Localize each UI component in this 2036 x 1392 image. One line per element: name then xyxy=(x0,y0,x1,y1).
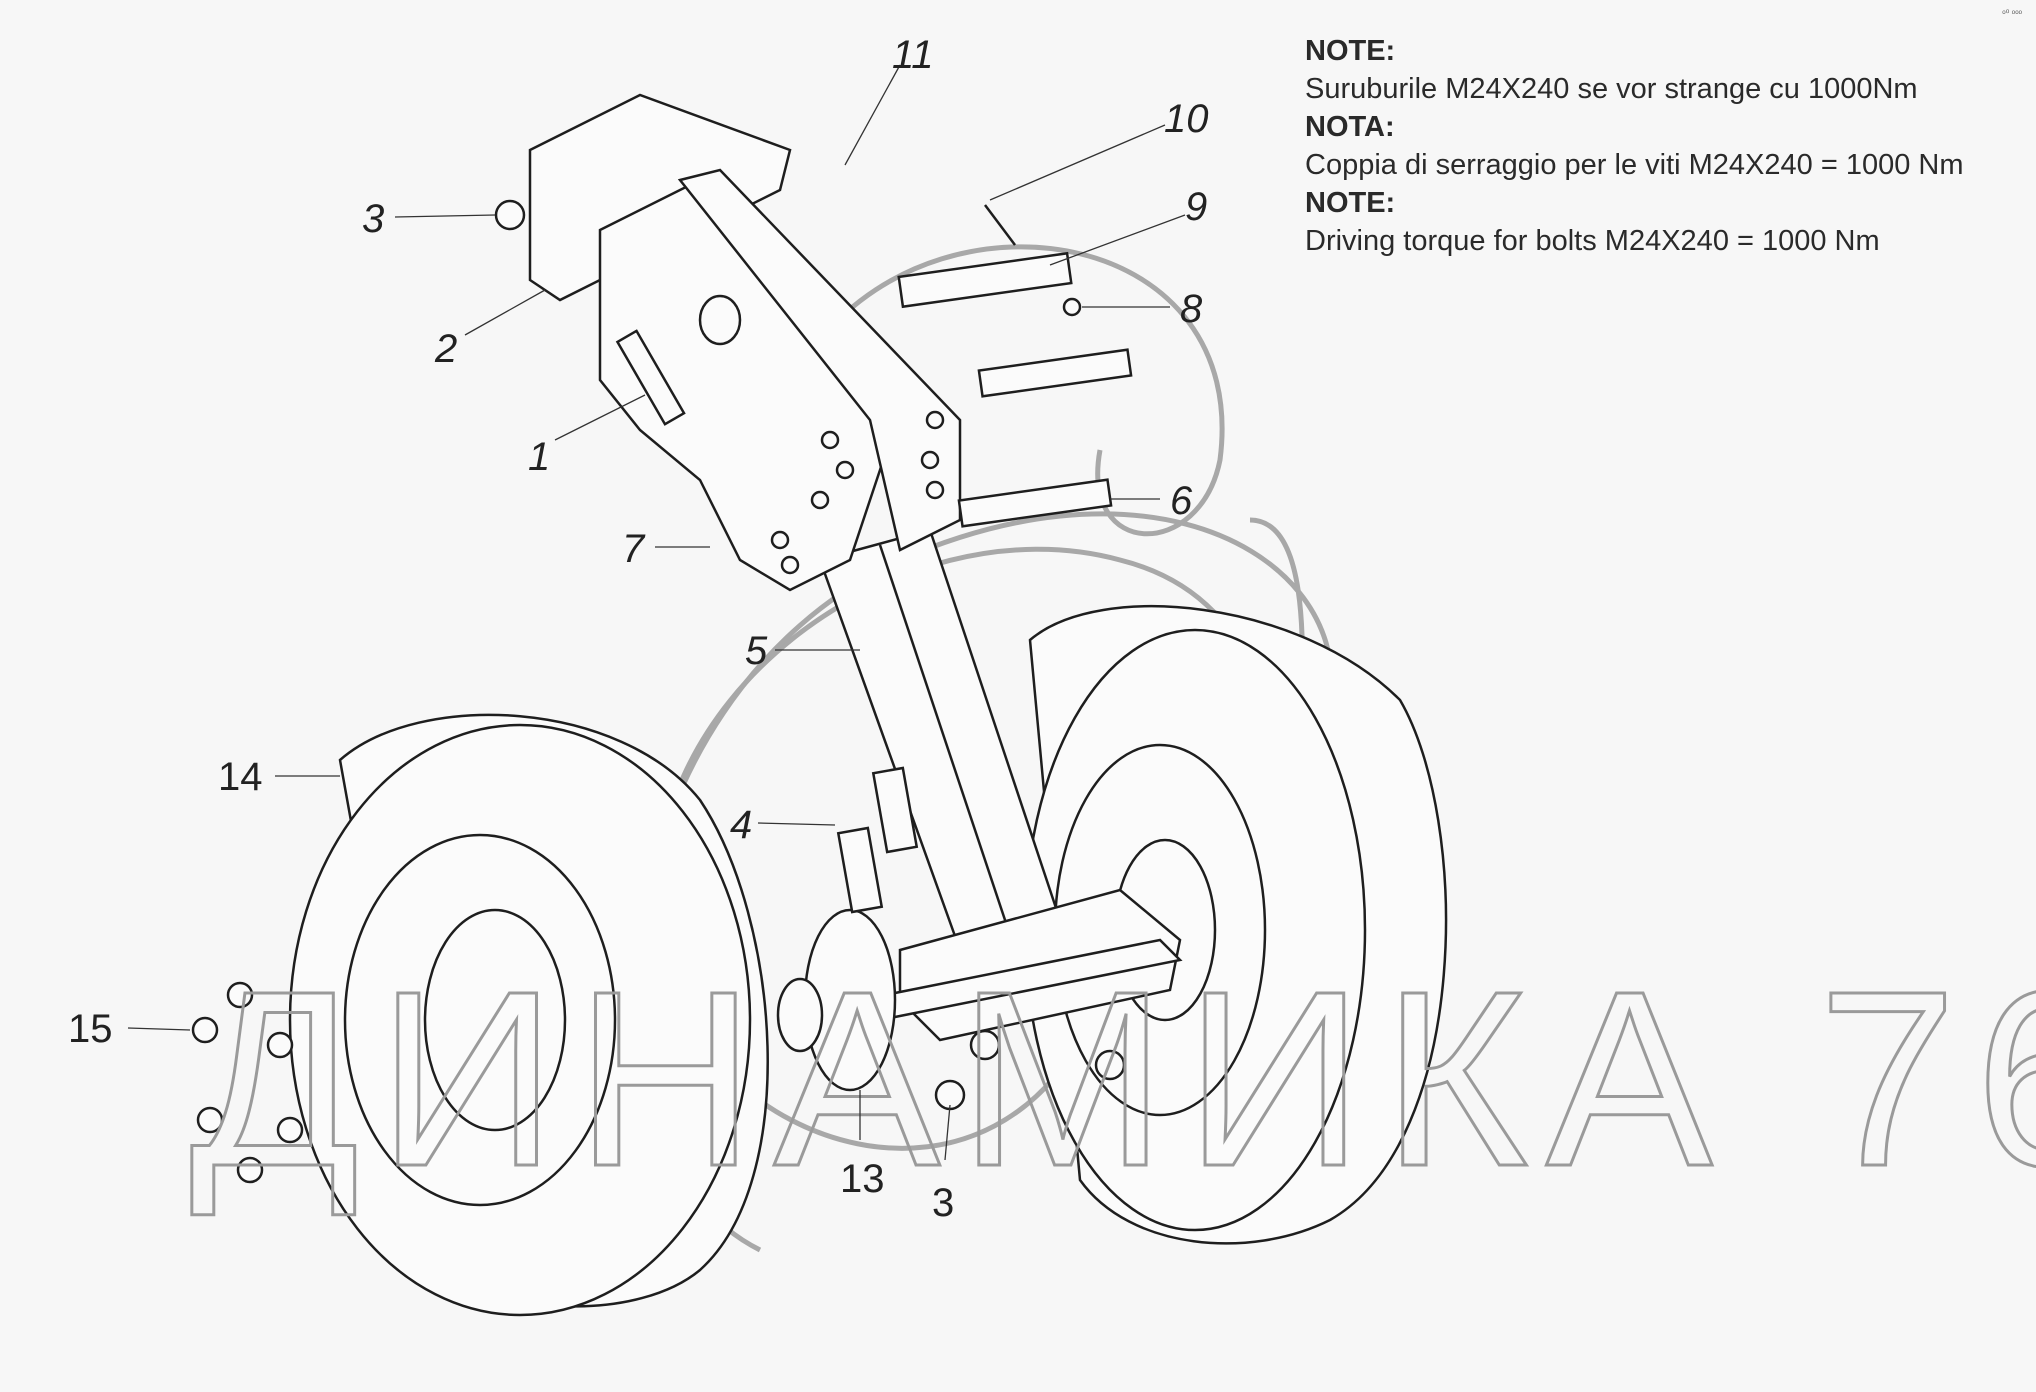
note-text: Driving torque for bolts M24X240 = 1000 … xyxy=(1305,225,1880,257)
note-heading: NOTA: xyxy=(1305,111,1395,143)
callout-8: 8 xyxy=(1180,287,1203,331)
callout-10: 10 xyxy=(1164,97,1209,141)
beam xyxy=(776,528,1183,1092)
callout-9: 9 xyxy=(1185,185,1207,229)
callout-13: 13 xyxy=(840,1157,885,1201)
callout-5: 5 xyxy=(745,629,768,673)
callout-4: 4 xyxy=(730,803,752,847)
text-watermark: ДИНАМИКА 76 xyxy=(190,939,2036,1218)
menu-dots-icon[interactable]: ᵒ⁰ ᵒᵒᵒ xyxy=(2002,8,2022,18)
callout-3-bottom: 3 xyxy=(932,1181,954,1225)
note-heading: NOTE: xyxy=(1305,35,1396,67)
wheel-left xyxy=(191,713,1126,1317)
callout-15: 15 xyxy=(68,1007,113,1051)
note-heading: NOTE: xyxy=(1305,187,1396,219)
note-text: Coppia di serraggio per le viti M24X240 … xyxy=(1305,149,1964,181)
wheel-right xyxy=(1023,605,1448,1245)
callout-6: 6 xyxy=(1170,479,1193,523)
callouts: 11 10 9 8 3 2 1 6 7 5 14 4 15 13 3 xyxy=(68,33,1209,1225)
callout-leaders xyxy=(127,64,1186,1161)
callout-7: 7 xyxy=(622,527,646,571)
callout-1: 1 xyxy=(528,435,550,479)
callout-2: 2 xyxy=(434,327,457,371)
callout-14: 14 xyxy=(218,755,263,799)
bracket-assembly xyxy=(494,93,1133,592)
callout-3-top: 3 xyxy=(362,197,384,241)
callout-11: 11 xyxy=(892,33,934,77)
torque-notes: NOTE: Suruburile M24X240 se vor strange … xyxy=(1305,32,1964,260)
note-text: Suruburile M24X240 se vor strange cu 100… xyxy=(1305,73,1918,105)
